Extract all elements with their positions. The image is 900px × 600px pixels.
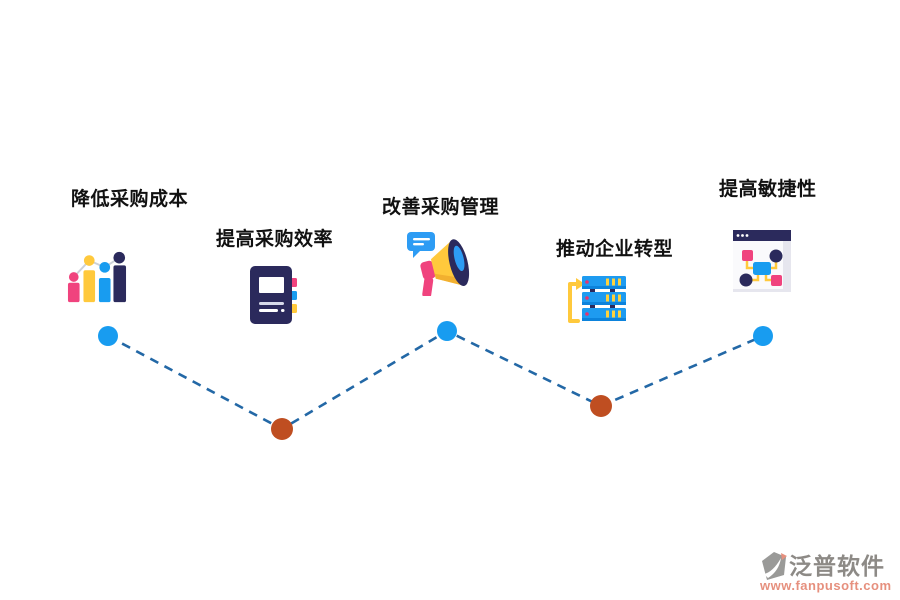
flowchart-icon xyxy=(733,230,791,292)
item-label-drive-transformation: 推动企业转型 xyxy=(556,239,674,260)
server-icon xyxy=(568,276,626,323)
brand-url: www.fanpusoft.com xyxy=(760,578,892,593)
dashed-line xyxy=(107,329,764,431)
node-dot-2 xyxy=(271,418,293,440)
node-dot-1 xyxy=(98,326,118,346)
megaphone-icon xyxy=(407,232,470,296)
bar-chart-icon xyxy=(67,251,127,303)
item-label-improve-efficiency: 提高采购效率 xyxy=(216,229,334,250)
node-dot-3 xyxy=(437,321,457,341)
item-label-improve-agility: 提高敏捷性 xyxy=(719,179,817,200)
brand-watermark: 泛普软件 www.fanpusoft.com xyxy=(760,551,892,593)
speech-bubble-icon xyxy=(407,232,435,258)
item-label-reduce-cost: 降低采购成本 xyxy=(71,189,189,210)
node-dot-4 xyxy=(590,395,612,417)
fanpu-logo-icon xyxy=(762,552,787,580)
brand-name: 泛普软件 xyxy=(789,553,885,579)
notebook-icon xyxy=(250,266,297,324)
item-label-improve-management: 改善采购管理 xyxy=(382,197,500,218)
node-dot-5 xyxy=(753,326,773,346)
